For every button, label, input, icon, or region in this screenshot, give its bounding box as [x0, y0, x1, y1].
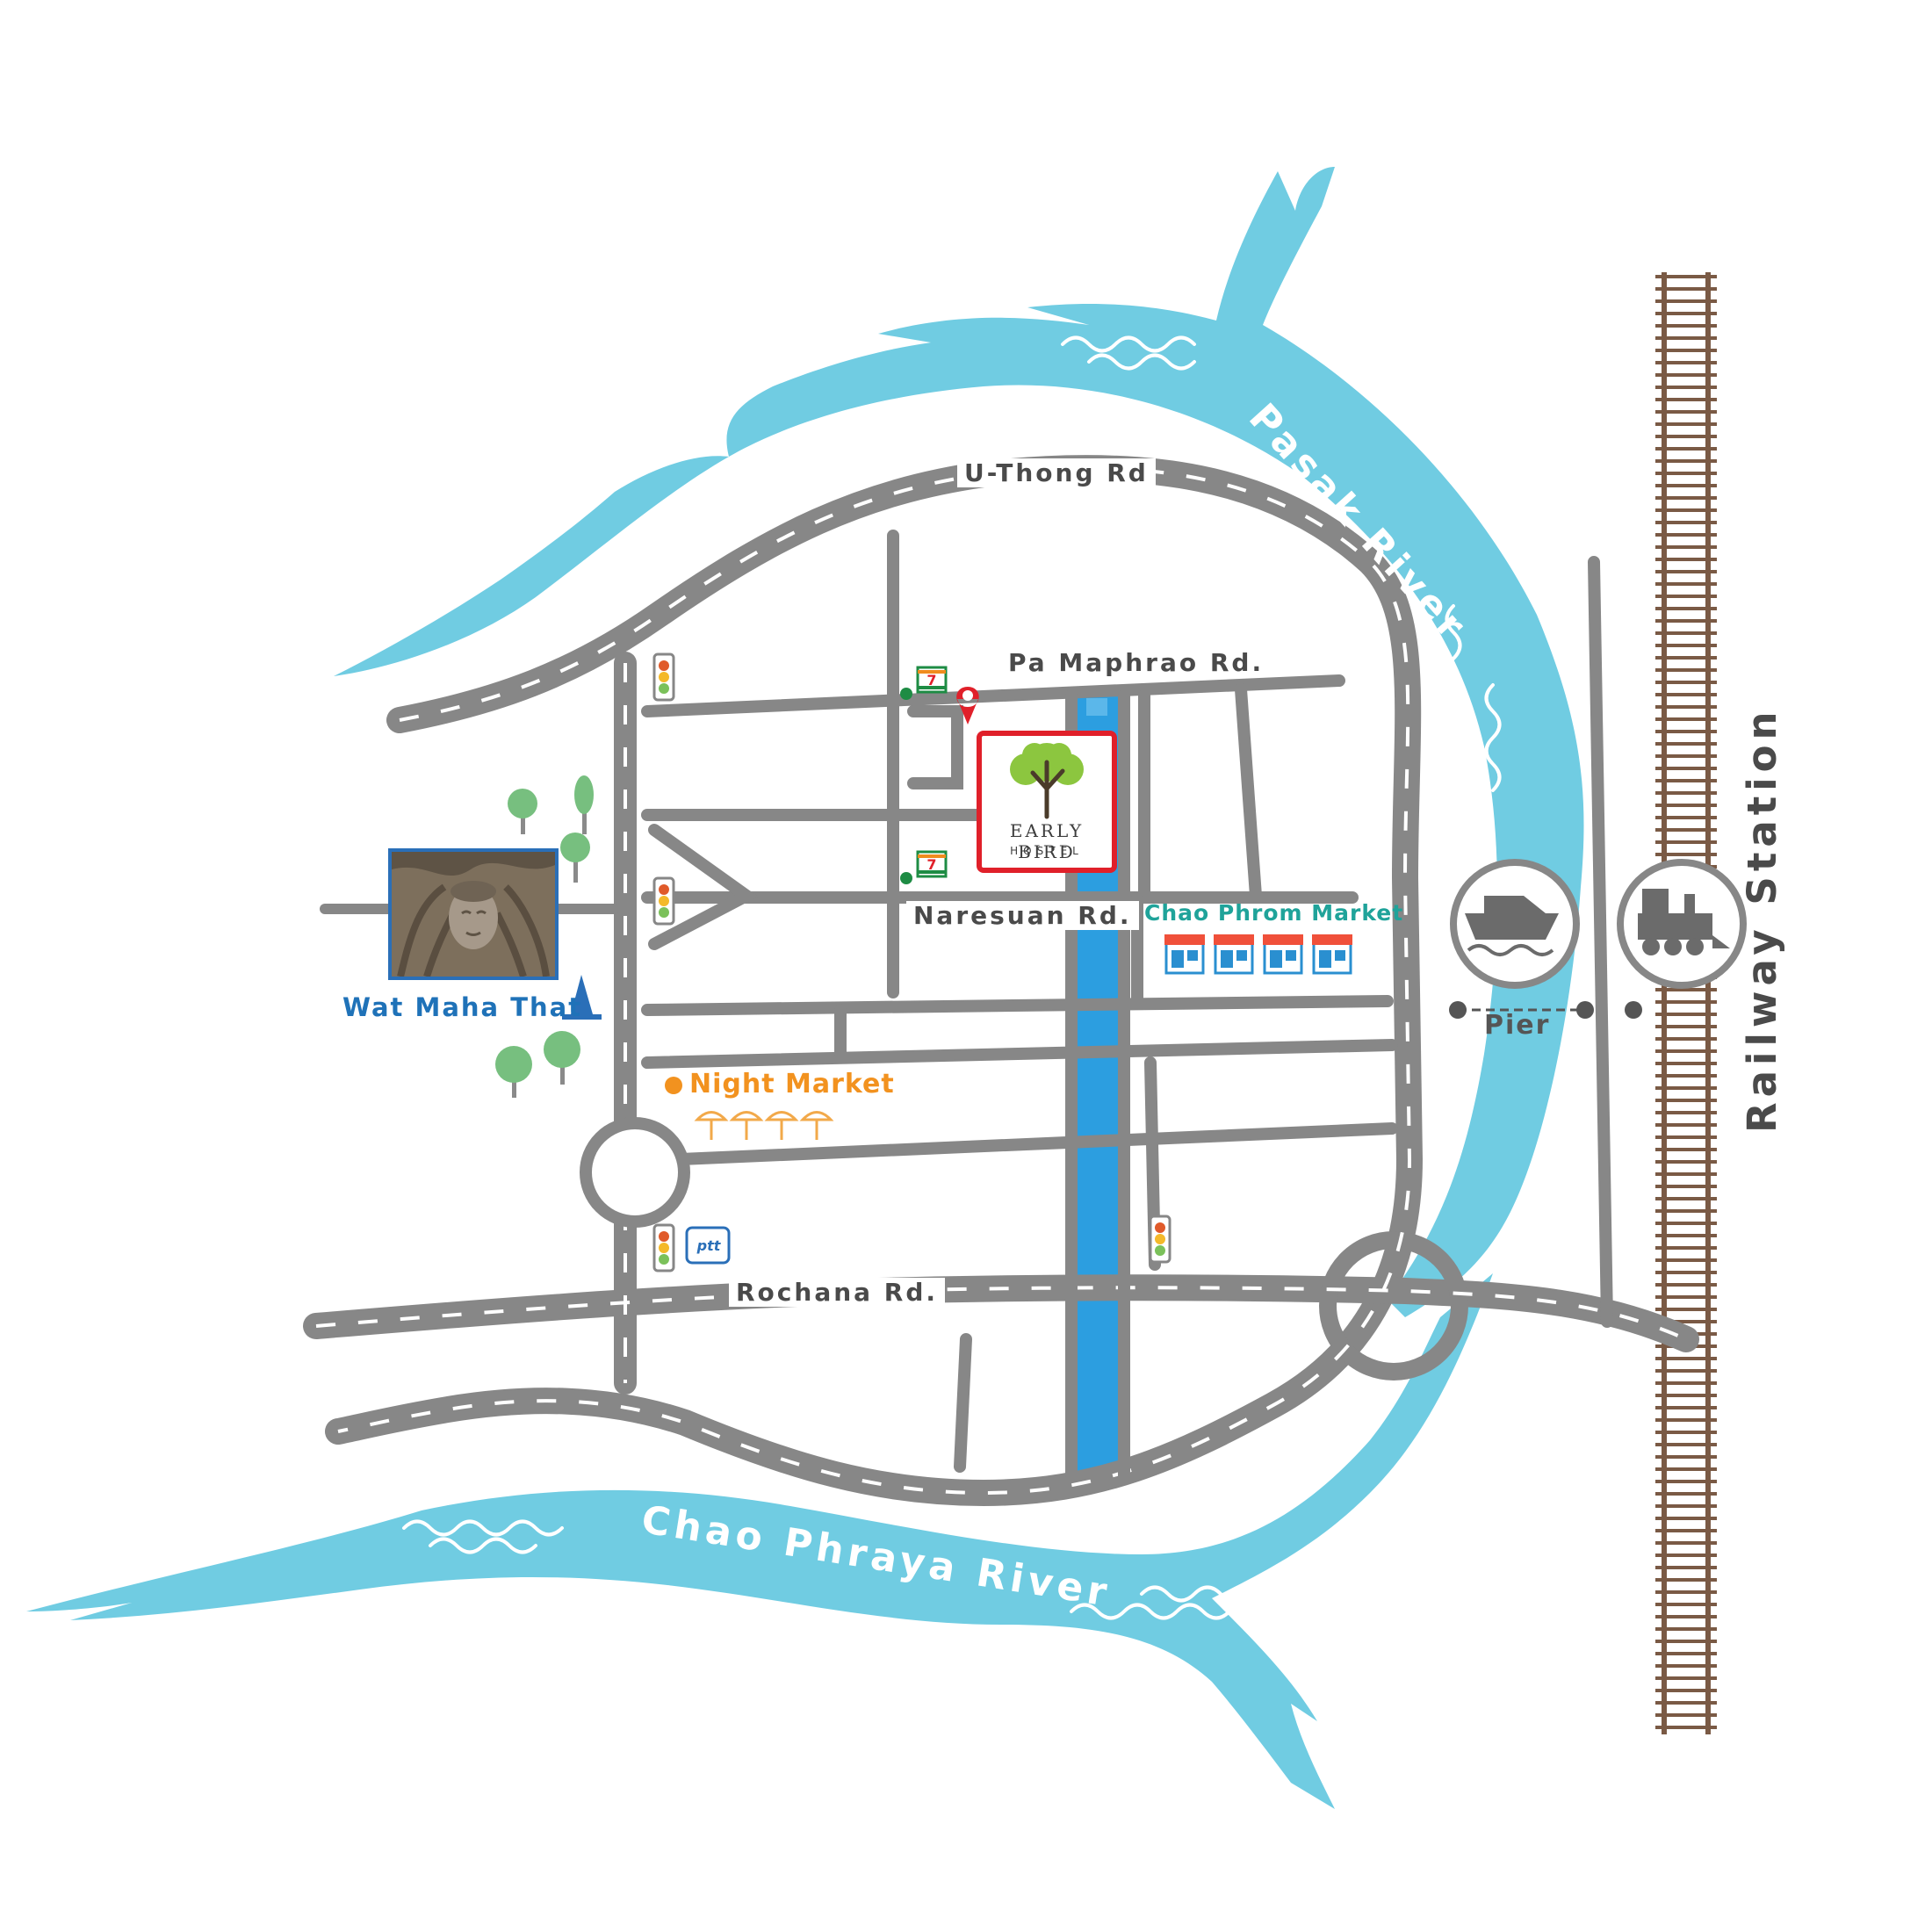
- river-waves: [402, 335, 1502, 1620]
- market-stall: [1263, 934, 1303, 975]
- umbrella: [764, 1111, 799, 1140]
- svg-text:7: 7: [926, 672, 936, 688]
- pier-line: [1449, 1001, 1642, 1019]
- tree-logo-icon: [1010, 743, 1084, 819]
- label-wat-maha-that: Wat Maha That: [342, 992, 583, 1022]
- umbrella: [729, 1111, 764, 1140]
- seven-eleven-icon: 7: [900, 850, 948, 884]
- road-label-pa-maphrao: Pa Maphrao Rd.: [1001, 648, 1272, 677]
- hostel-name: EARLY BIRD: [1009, 820, 1085, 862]
- tree-icon: [495, 775, 594, 1098]
- label-pier: Pier: [1484, 1010, 1551, 1041]
- chao-phraya-river: [26, 1273, 1493, 1809]
- market-stall: [1214, 934, 1254, 975]
- temple-icon: [562, 975, 602, 1020]
- label-railway-station: Railway Station: [1739, 706, 1785, 1133]
- umbrella: [694, 1111, 729, 1140]
- market-stall: [1312, 934, 1352, 975]
- hostel-subtitle: HOSTEL: [1010, 845, 1084, 857]
- svg-text:7: 7: [926, 856, 936, 873]
- svg-text:ptt: ptt: [696, 1237, 722, 1254]
- label-chao-phrom-market: Chao Phrom Market: [1144, 900, 1404, 926]
- traffic-light-icon: [652, 652, 675, 702]
- traffic-light-icon: [1149, 1215, 1171, 1264]
- market-stall-icon: [1164, 934, 1352, 975]
- pasak-river: [334, 167, 1584, 1317]
- boat-icon: [1450, 859, 1580, 989]
- market-stall: [1164, 934, 1205, 975]
- early-bird-hostel-marker[interactable]: EARLY BIRD HOSTEL: [977, 731, 1117, 873]
- road-label-u-thong: U-Thong Rd: [957, 458, 1156, 487]
- night-market-dot: [665, 1077, 682, 1094]
- buddha-head-in-tree-image: [392, 852, 555, 977]
- wat-maha-that-photo[interactable]: [388, 848, 559, 980]
- minor-roads: [641, 530, 1613, 1481]
- roundabout-west: [580, 1117, 690, 1228]
- ptt-icon: ptt: [685, 1226, 731, 1265]
- railway-track: [1655, 272, 1717, 1734]
- label-night-market: Night Market: [689, 1069, 895, 1099]
- train-icon: [1617, 859, 1747, 989]
- road-markings: [315, 466, 1687, 1496]
- location-pin-icon: [956, 687, 979, 724]
- umbrella: [799, 1111, 834, 1140]
- traffic-light-icon: [652, 876, 675, 926]
- road-label-naresuan: Naresuan Rd.: [906, 901, 1139, 930]
- seven-eleven-icon: 7: [900, 666, 948, 700]
- umbrella-icon: [694, 1111, 834, 1140]
- traffic-light-icon: [652, 1223, 675, 1272]
- road-label-rochana: Rochana Rd.: [729, 1278, 946, 1307]
